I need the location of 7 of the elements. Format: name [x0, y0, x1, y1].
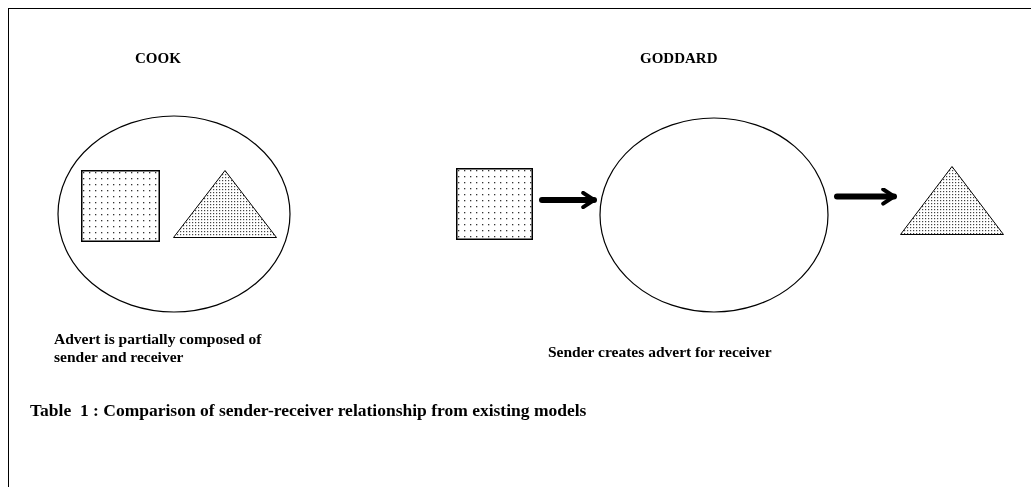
description-text: Sender creates advert for receiver — [548, 343, 772, 361]
heading: GODDARD — [640, 50, 718, 67]
arrow — [834, 187, 897, 206]
heading: COOK — [135, 50, 181, 67]
caption: Table 1 : Comparison of sender-receiver relationship from existing models — [30, 400, 587, 421]
arrow — [539, 190, 597, 210]
description-text: Advert is partially composed of sender and receiver — [54, 330, 263, 366]
